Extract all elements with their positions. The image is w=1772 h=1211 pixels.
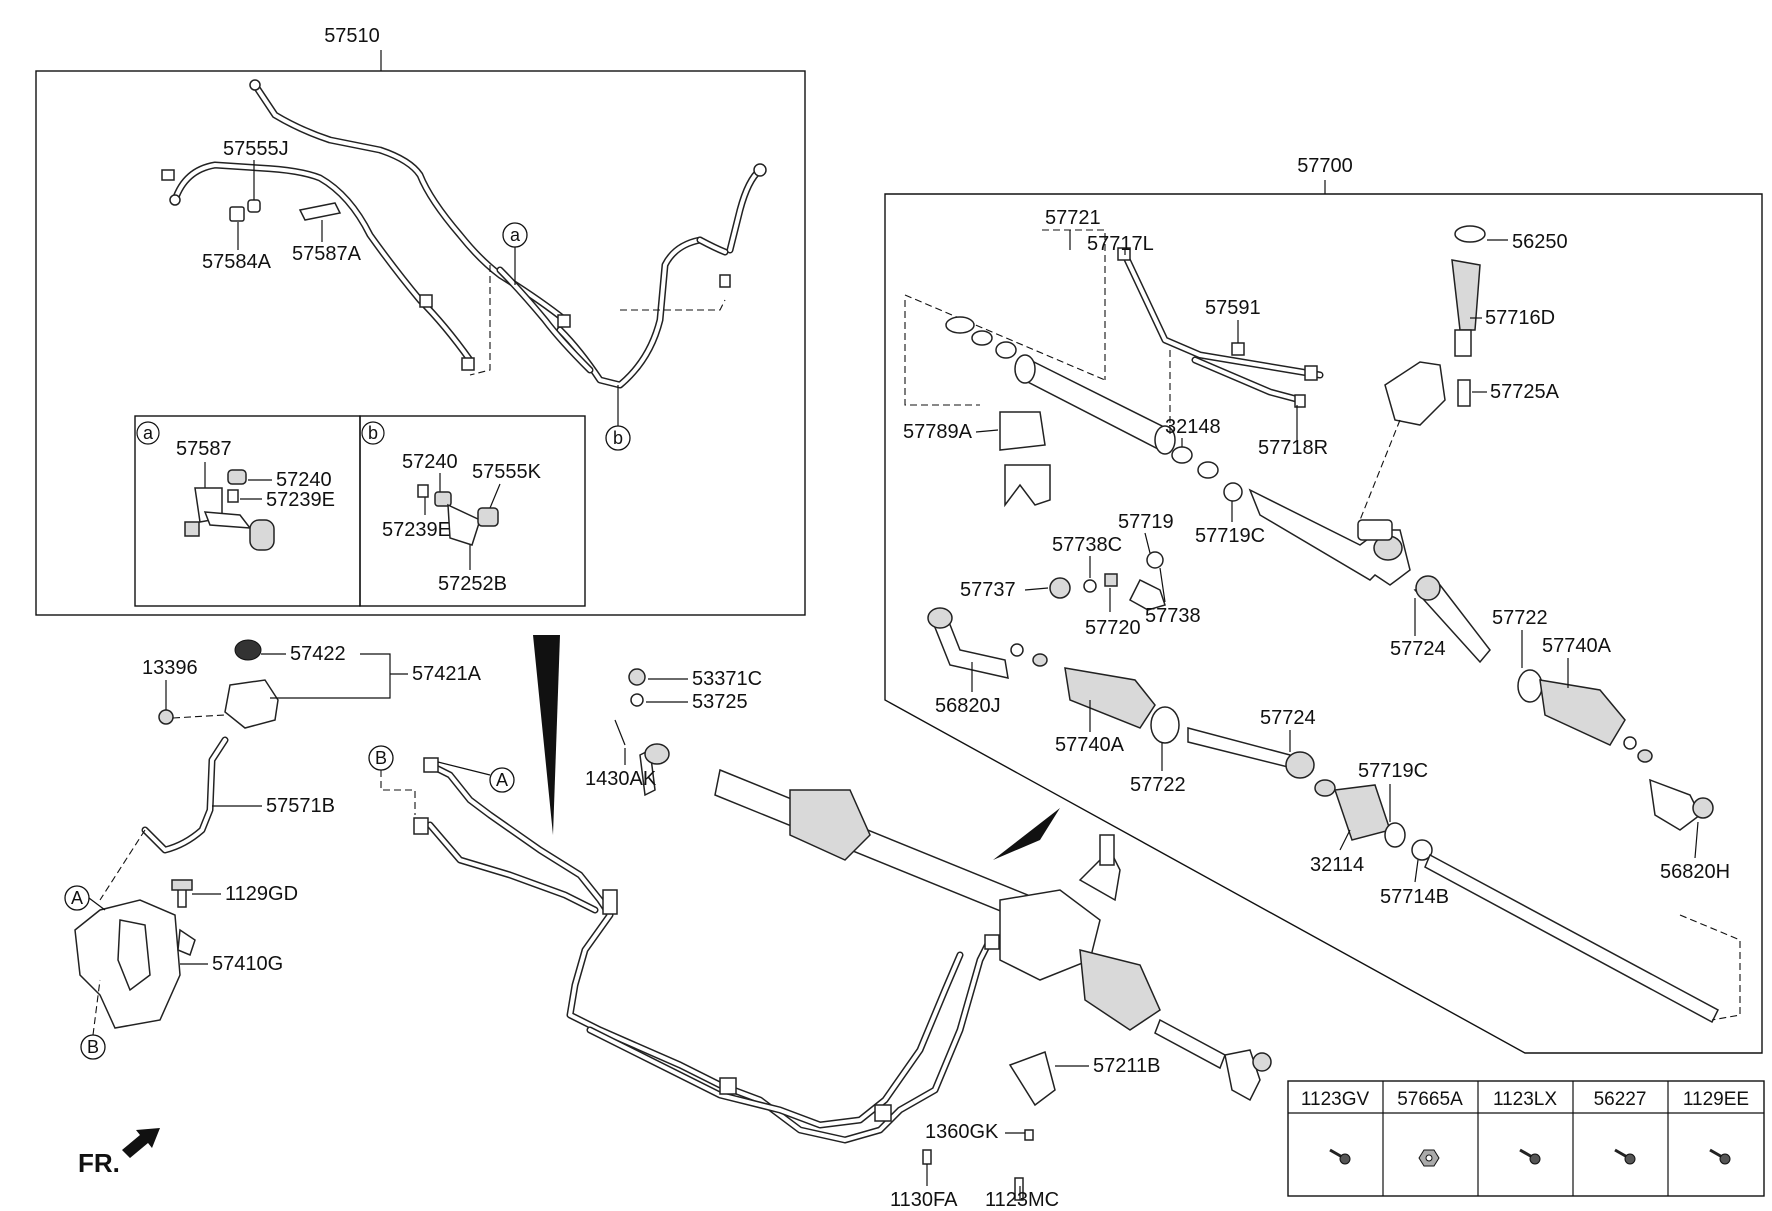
label-1130fa: 1130FA xyxy=(890,1189,958,1211)
label-57718r: 57718R xyxy=(1258,437,1328,459)
inset-b: b 57240 57555K 57239E 57252B xyxy=(361,421,542,595)
label-57719c-lower: 57719C xyxy=(1358,760,1428,782)
label-57587a: 57587A xyxy=(292,243,362,265)
label-56250: 56250 xyxy=(1512,231,1568,253)
label-57738: 57738 xyxy=(1145,605,1201,627)
tie-rod-and-boot-parts xyxy=(927,575,1741,1024)
pinion-assembly xyxy=(1359,225,1486,521)
label-57716d: 57716D xyxy=(1485,307,1555,329)
group-frame-57700 xyxy=(884,193,1763,1054)
svg-text:a: a xyxy=(510,225,521,245)
hardware-header-56227: 56227 xyxy=(1594,1089,1647,1110)
inset-a-frame xyxy=(134,415,361,607)
label-57725a: 57725A xyxy=(1490,381,1560,403)
label-57211b: 57211B xyxy=(1093,1055,1160,1077)
label-53725: 53725 xyxy=(692,691,748,713)
main-hoses xyxy=(413,757,1000,1144)
label-57239e: 57239E xyxy=(266,489,335,511)
group-frame-57510 xyxy=(35,70,806,616)
label-57587: 57587 xyxy=(176,438,232,460)
main-fasteners xyxy=(614,668,1056,1201)
marker-A-main: A xyxy=(437,761,515,793)
label-57722-lower: 57722 xyxy=(1130,774,1186,796)
group-label-57700: 57700 xyxy=(1297,155,1353,177)
label-1123mc: 1123MC xyxy=(985,1189,1059,1211)
bolt-icon xyxy=(1519,1148,1541,1165)
label-57240: 57240 xyxy=(276,469,332,491)
label-57717l: 57717L xyxy=(1087,233,1154,255)
label-57422: 57422 xyxy=(290,643,346,665)
label-57555k: 57555K xyxy=(472,461,542,483)
rack-housing-parts xyxy=(904,229,1411,611)
svg-text:B: B xyxy=(87,1037,99,1057)
pressure-hose-lines xyxy=(161,79,767,389)
label-57720: 57720 xyxy=(1085,617,1141,639)
label-57737: 57737 xyxy=(960,579,1016,601)
front-direction-indicator: FR. xyxy=(78,1128,160,1178)
marker-A-pump: A xyxy=(64,885,106,911)
pointer-wedge-right xyxy=(993,808,1060,860)
label-13396: 13396 xyxy=(142,657,198,679)
hardware-header-1123gv: 1123GV xyxy=(1301,1089,1370,1110)
svg-text:FR.: FR. xyxy=(78,1148,120,1178)
svg-text:A: A xyxy=(71,888,83,908)
nut-icon xyxy=(1418,1149,1440,1167)
label-57719c-upper: 57719C xyxy=(1195,525,1265,547)
label-1129gd: 1129GD xyxy=(225,883,298,905)
bolt-icon xyxy=(1709,1148,1731,1165)
inset-a: a 57587 57240 57239E xyxy=(136,421,335,551)
bolt-icon xyxy=(1614,1148,1636,1165)
hardware-table: 1123GV 57665A 1123LX 56227 1129EE xyxy=(1287,1080,1765,1197)
label-57421a: 57421A xyxy=(412,663,482,685)
label-57571b: 57571B xyxy=(266,795,335,817)
svg-text:B: B xyxy=(375,748,387,768)
label-57240-b: 57240 xyxy=(402,451,458,473)
main-rack-assembly xyxy=(639,743,1272,1102)
svg-text:b: b xyxy=(613,428,623,448)
label-57722-upper: 57722 xyxy=(1492,607,1548,629)
label-57591: 57591 xyxy=(1205,297,1261,319)
bracket-57587a xyxy=(298,202,342,221)
label-57721: 57721 xyxy=(1045,207,1101,229)
hardware-header-57665a: 57665A xyxy=(1397,1089,1463,1110)
label-1430ak: 1430AK xyxy=(585,768,657,790)
svg-text:b: b xyxy=(368,423,378,443)
label-57724-upper: 57724 xyxy=(1390,638,1446,660)
label-1360gk: 1360GK xyxy=(925,1121,999,1143)
marker-a: a xyxy=(502,222,528,285)
label-57719: 57719 xyxy=(1118,511,1174,533)
label-57738c: 57738C xyxy=(1052,534,1122,556)
label-56820j: 56820J xyxy=(935,695,1001,717)
label-57714b: 57714B xyxy=(1380,886,1449,908)
label-57740a-left: 57740A xyxy=(1055,734,1125,756)
inset-b-frame xyxy=(359,415,586,607)
bolt-icon xyxy=(1329,1148,1351,1165)
svg-text:a: a xyxy=(143,423,154,443)
label-57239e-b: 57239E xyxy=(382,519,451,541)
label-57555j: 57555J xyxy=(223,138,289,160)
marker-b: b xyxy=(605,385,631,451)
reservoir-pump-parts xyxy=(74,639,279,1029)
label-57724-lower: 57724 xyxy=(1260,707,1316,729)
pointer-wedge-left xyxy=(533,635,560,835)
hardware-header-1129ee: 1129EE xyxy=(1683,1089,1749,1110)
clip-57555j xyxy=(247,199,261,213)
label-53371c: 53371C xyxy=(692,668,762,690)
marker-B-main: B xyxy=(368,745,416,815)
label-32114: 32114 xyxy=(1310,854,1364,876)
marker-B-pump: B xyxy=(80,979,106,1060)
svg-text:A: A xyxy=(496,770,508,790)
label-57252b: 57252B xyxy=(438,573,507,595)
label-57740a-right: 57740A xyxy=(1542,635,1612,657)
hardware-header-1123lx: 1123LX xyxy=(1493,1089,1557,1110)
label-57584a: 57584A xyxy=(202,251,272,273)
label-56820h: 56820H xyxy=(1660,861,1730,883)
group-label-57510: 57510 xyxy=(324,25,380,47)
label-32148: 32148 xyxy=(1165,416,1221,438)
label-57410g: 57410G xyxy=(212,953,283,975)
clip-57584a xyxy=(229,206,245,222)
rack-pipes xyxy=(1117,247,1324,408)
label-57789a: 57789A xyxy=(903,421,973,443)
